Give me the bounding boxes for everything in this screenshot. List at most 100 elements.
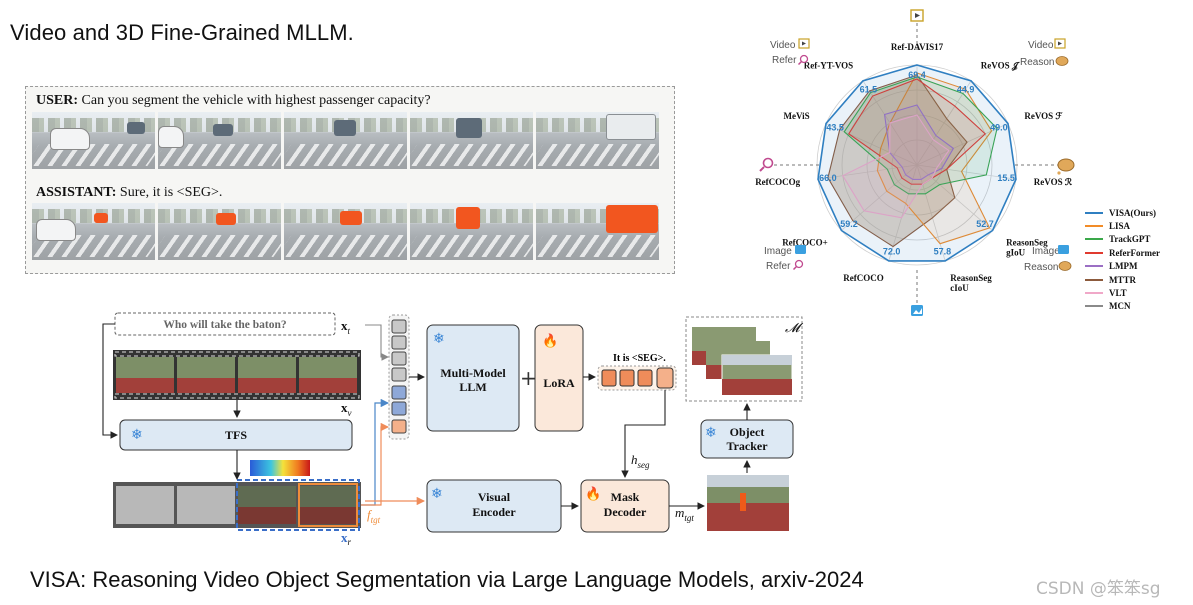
- small-magnifier-icon: [792, 259, 804, 271]
- snowflake-icon: ❄: [433, 330, 445, 346]
- output-frame: [158, 203, 281, 260]
- small-image-icon: [795, 245, 806, 254]
- mllm-label-line1: Multi-Model: [440, 366, 506, 380]
- radar-spoke: [841, 164, 918, 231]
- radar-spoke: [916, 164, 946, 262]
- radar-value-label: 59.2: [840, 219, 858, 229]
- legend-item: VISA(Ours): [1085, 206, 1160, 219]
- seg-token: [656, 367, 674, 389]
- radar-series-lisa: [876, 72, 993, 245]
- x-v-label: xv: [341, 400, 352, 418]
- h-seg-label: hseg: [631, 452, 650, 470]
- legend-item: LISA: [1085, 219, 1160, 232]
- user-label: USER:: [36, 93, 79, 108]
- legend-swatch: [1085, 238, 1103, 241]
- x-r-label: xr: [341, 530, 352, 545]
- small-video-icon: [798, 38, 810, 49]
- legend-swatch: [1085, 225, 1103, 228]
- radar-value-label: 69.4: [908, 70, 926, 80]
- radar-series-mttr: [827, 74, 968, 248]
- legend-label: MTTR: [1109, 274, 1136, 285]
- legend-item: ReferFormer: [1085, 246, 1160, 259]
- legend-label: MCN: [1109, 301, 1131, 312]
- snowflake-icon: ❄: [705, 424, 717, 440]
- image-refer-label-top: Image: [764, 246, 792, 257]
- radar-spoke: [825, 123, 918, 166]
- legend-swatch: [1085, 251, 1103, 254]
- legend-item: MTTR: [1085, 273, 1160, 286]
- radar-value-label: 49.0: [990, 123, 1008, 133]
- f-tgt-label: ftgt: [367, 507, 381, 525]
- legend-swatch: [1085, 265, 1103, 268]
- small-image-icon: [1058, 245, 1069, 254]
- snowflake-icon: ❄: [431, 485, 443, 501]
- radar-value-label: 57.8: [934, 246, 952, 256]
- radar-value-label: 44.9: [957, 84, 975, 94]
- legend-label: VLT: [1109, 288, 1127, 299]
- snowflake-icon: ❄: [131, 426, 143, 442]
- radar-spoke: [817, 164, 918, 180]
- output-mask-frames: [685, 316, 803, 402]
- m-tgt-label: mtgt: [675, 505, 694, 523]
- video-reason-label-bottom: Reason: [1020, 57, 1054, 68]
- selected-frames-strip: [113, 479, 361, 531]
- radar-value-label: 66.0: [819, 173, 837, 183]
- output-token: [637, 369, 653, 387]
- tracker-line1: Object: [730, 425, 765, 439]
- image-refer-label-bottom: Refer: [766, 261, 791, 272]
- output-text: It is <SEG>.: [613, 353, 666, 364]
- input-frame: [536, 112, 659, 169]
- radar-arrows: [774, 23, 1058, 305]
- radar-series-referformer: [848, 78, 987, 185]
- assistant-label: ASSISTANT:: [36, 185, 117, 200]
- input-frame: [158, 112, 281, 169]
- thought-bubble-icon: [1057, 158, 1075, 175]
- radar-spoke: [916, 80, 972, 166]
- output-token: [601, 369, 617, 387]
- input-frame: [32, 112, 155, 169]
- radar-series-visa-ours-: [817, 64, 1017, 262]
- legend-label: VISA(Ours): [1109, 207, 1157, 218]
- output-frame: [32, 203, 155, 260]
- video-refer-label-bottom: Refer: [772, 55, 797, 66]
- radar-axis-label: RefCOCOg: [755, 177, 800, 187]
- assistant-reply: ASSISTANT: Sure, it is <SEG>.: [36, 185, 222, 201]
- legend-label: TrackGPT: [1109, 234, 1151, 245]
- small-thought-bubble-icon: [1058, 261, 1072, 271]
- image-reason-label-bottom: Reason: [1024, 262, 1058, 273]
- image-icon: [911, 305, 923, 316]
- user-text: Can you segment the vehicle with highest…: [81, 93, 431, 108]
- radar-value-label: 61.5: [860, 84, 878, 94]
- slide-footer: VISA: Reasoning Video Object Segmentatio…: [30, 567, 864, 592]
- query-text: Who will take the baton?: [163, 319, 287, 331]
- radar-series-lmpm: [883, 104, 955, 180]
- visual-encoder-line2: Encoder: [472, 505, 516, 519]
- legend-label: ReferFormer: [1109, 247, 1160, 258]
- visual-encoder-line1: Visual: [478, 490, 511, 504]
- radar-spoke: [888, 164, 918, 262]
- legend-swatch: [1085, 292, 1103, 295]
- radar-legend: VISA(Ours) LISA TrackGPT ReferFormer LMP…: [1085, 206, 1160, 313]
- legend-item: TrackGPT: [1085, 233, 1160, 246]
- legend-swatch: [1085, 278, 1103, 281]
- tfs-box: [119, 419, 353, 451]
- mllm-label-line2: LLM: [459, 380, 486, 394]
- radar-value-label: 15.5: [997, 173, 1015, 183]
- output-frame: [410, 203, 533, 260]
- radar-spoke: [916, 164, 1017, 180]
- plus-sign: +: [520, 366, 537, 390]
- small-video-icon: [1054, 38, 1066, 49]
- radar-axis-label: RefCOCO: [843, 273, 884, 283]
- flame-icon: 🔥: [585, 486, 601, 501]
- small-thought-bubble-icon: [1055, 56, 1069, 66]
- radar-value-label: 72.0: [883, 246, 901, 256]
- heatmap-bar: [250, 460, 310, 476]
- output-frame: [536, 203, 659, 260]
- radar-axis-label: ReVOS 𝒥: [981, 61, 1020, 72]
- radar-series-vlt: [841, 114, 950, 219]
- x-t-label: xt: [341, 318, 351, 336]
- input-frame: [410, 112, 533, 169]
- architecture-diagram: Who will take the baton? xt xv TFS ❄ xr: [102, 312, 804, 545]
- image-reason-label-top: Image: [1032, 246, 1060, 257]
